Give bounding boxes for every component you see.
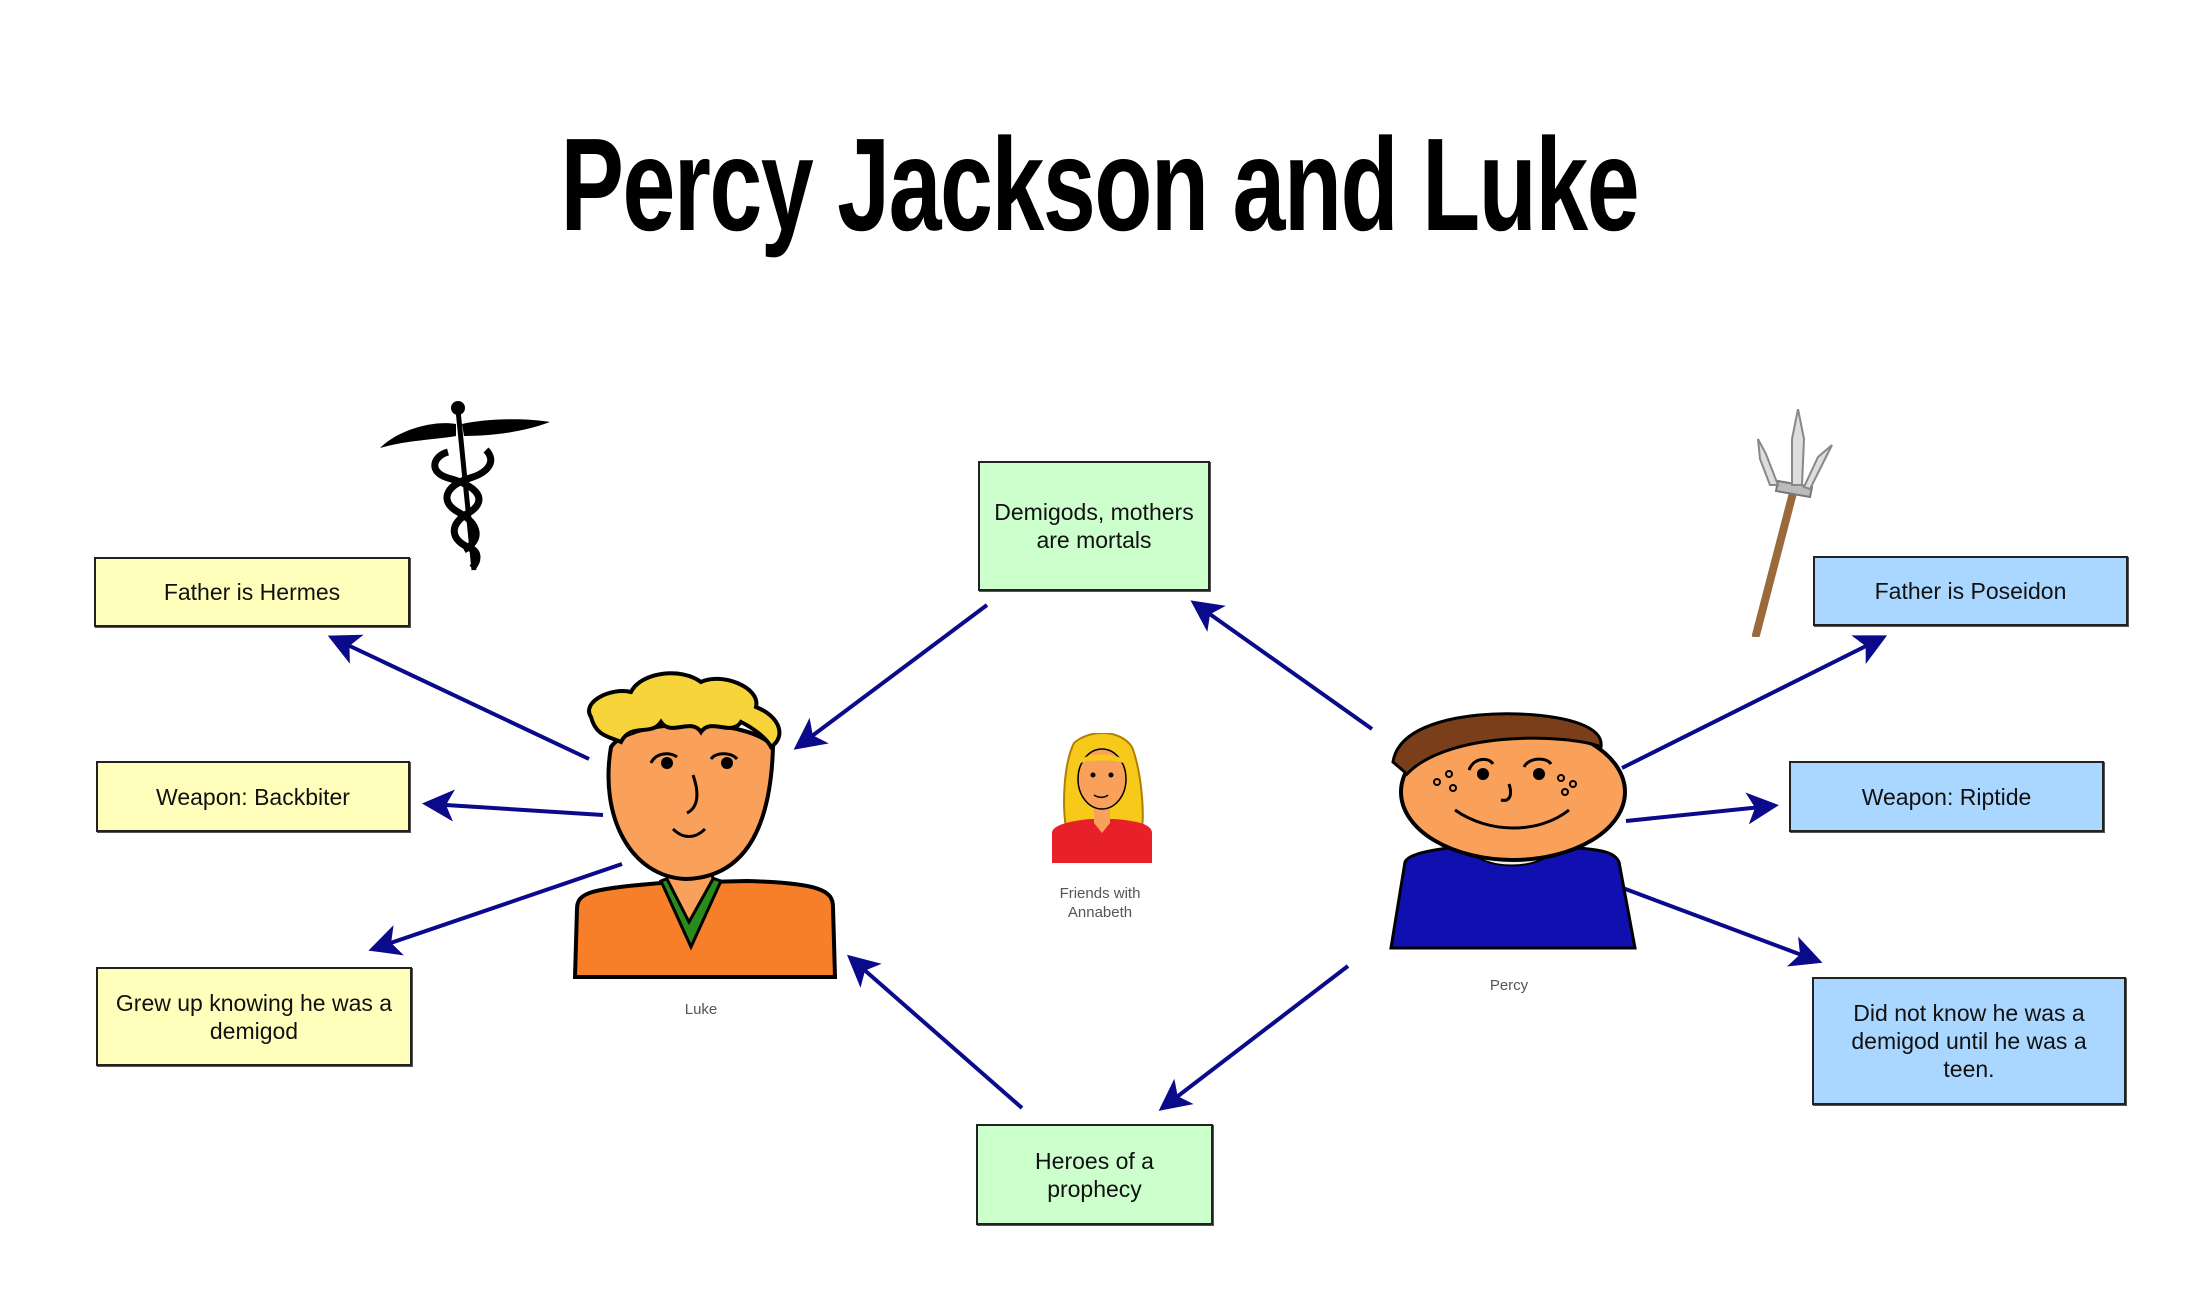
arrow-luke-backbiter	[422, 789, 604, 822]
luke-figure	[572, 671, 837, 979]
arrow-percy-heroes	[1158, 964, 1350, 1111]
luke-weapon-box: Weapon: Backbiter	[96, 761, 410, 832]
arrow-percy-poseidon	[1621, 635, 1888, 770]
arrow-percy-demigods	[1190, 600, 1374, 731]
arrow-luke-grewup	[368, 862, 623, 956]
shared-heroes-box: Heroes of a prophecy	[976, 1124, 1213, 1225]
arrow-demigods-luke	[793, 603, 989, 750]
caduceus-icon	[380, 401, 550, 571]
luke-label: Luke	[684, 1001, 718, 1018]
trident-icon	[1752, 409, 1833, 637]
percy-father-box: Father is Poseidon	[1813, 556, 2128, 626]
annabeth-figure	[1052, 733, 1152, 863]
page-title: Percy Jackson and Luke	[560, 111, 1640, 258]
percy-weapon-box: Weapon: Riptide	[1789, 761, 2104, 832]
arrow-heroes-luke	[846, 954, 1024, 1110]
annabeth-label: Friends with Annabeth	[1059, 885, 1141, 921]
percy-figure	[1389, 712, 1637, 950]
shared-demigods-box: Demigods, mothers are mortals	[978, 461, 1210, 591]
percy-label: Percy	[1489, 977, 1529, 994]
percy-discovery-box: Did not know he was a demigod until he w…	[1812, 977, 2126, 1105]
arrow-luke-hermes	[327, 634, 590, 761]
arrow-percy-riptide	[1625, 792, 1779, 825]
luke-father-box: Father is Hermes	[94, 557, 410, 627]
luke-upbringing-box: Grew up knowing he was a demigod	[96, 967, 412, 1066]
